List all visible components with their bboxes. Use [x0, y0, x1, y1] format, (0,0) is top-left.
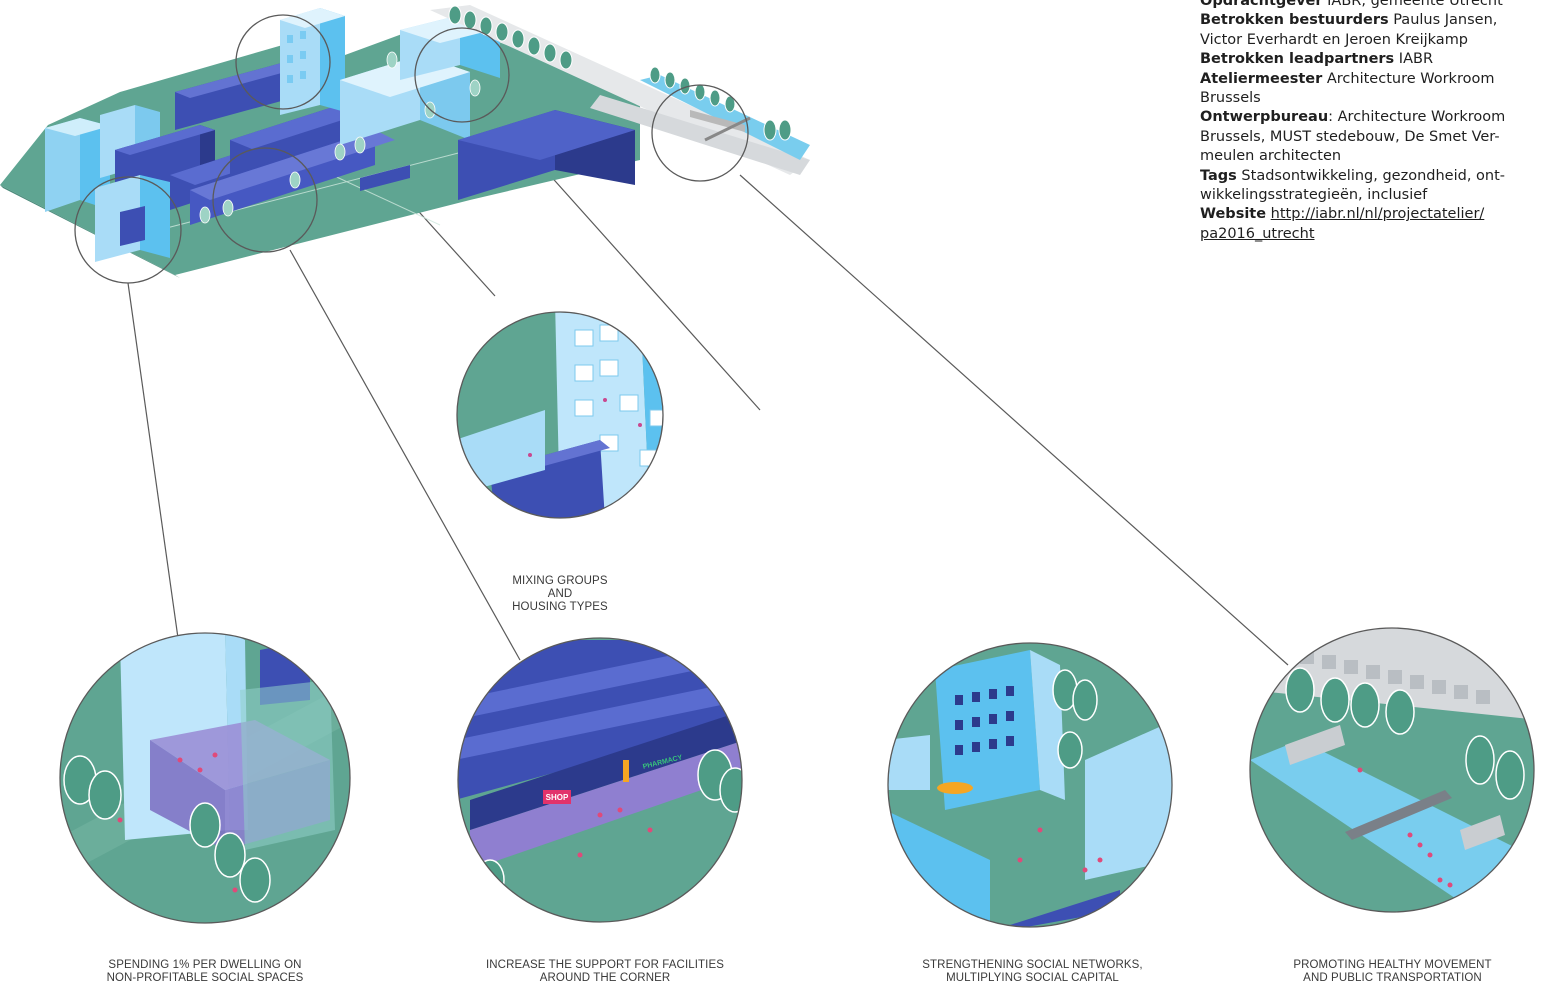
highlight-circle-5 — [651, 84, 749, 182]
detail-circle-movement — [1249, 627, 1535, 913]
ontwerpbureau-value-3: meulen architecten — [1200, 148, 1342, 165]
leadpartners-value: IABR — [1394, 51, 1434, 68]
caption-networks: STRENGTHENING SOCIAL NETWORKS, MULTIPLYI… — [900, 959, 1165, 985]
ontwerpbureau-value-2: Brussels, MUST stedebouw, De Smet Ver- — [1200, 128, 1500, 145]
caption-movement-line1: PROMOTING HEALTHY MOVEMENT — [1293, 959, 1492, 971]
bestuurders-label: Betrokken bestuurders — [1200, 12, 1389, 29]
ateliermeester-value: Architecture Workroom — [1322, 70, 1495, 87]
detail-circle-spending — [59, 632, 351, 924]
caption-spending-line2: NON-PROFITABLE SOCIAL SPACES — [106, 972, 304, 984]
bestuurders-value-2: Victor Everhardt en Jeroen Kreijkamp — [1200, 31, 1469, 48]
caption-spending-line1: SPENDING 1% PER DWELLING ON — [108, 959, 302, 971]
shop-sign: SHOP — [546, 793, 569, 802]
highlight-circle-4 — [414, 27, 510, 123]
ontwerpbureau-label: Ontwerpbureau — [1200, 109, 1329, 126]
caption-spending: SPENDING 1% PER DWELLING ON NON-PROFITAB… — [80, 959, 330, 985]
website-link[interactable]: http://iabr.nl/nl/projectatelier/ — [1270, 206, 1485, 223]
highlight-circle-2 — [212, 147, 318, 253]
highlight-circle-1 — [235, 14, 331, 110]
project-info: Opdrachtgever IABR, gemeente Utrecht Bet… — [1200, 0, 1544, 244]
masterplan-aerial — [0, 5, 810, 284]
ateliermeester-label: Ateliermeester — [1200, 70, 1323, 87]
detail-circle-networks — [887, 642, 1173, 928]
caption-support: INCREASE THE SUPPORT FOR FACILITIES AROU… — [460, 959, 750, 985]
tags-value: Stadsontwikkeling, gezondheid, ont- — [1236, 167, 1506, 184]
bestuurders-value: Paulus Jansen, — [1388, 12, 1498, 29]
leadpartners-label: Betrokken leadpartners — [1200, 51, 1395, 68]
tags-value-2: wikkelingsstrategieën, inclusief — [1200, 187, 1428, 204]
website-label: Website — [1200, 206, 1267, 223]
caption-networks-line1: STRENGTHENING SOCIAL NETWORKS, — [922, 959, 1143, 971]
caption-support-line2: AROUND THE CORNER — [539, 972, 671, 984]
caption-mixing-line1: MIXING GROUPS AND — [512, 575, 608, 600]
caption-support-line1: INCREASE THE SUPPORT FOR FACILITIES — [485, 959, 725, 971]
caption-networks-line2: MULTIPLYING SOCIAL CAPITAL — [946, 972, 1119, 984]
website-link-2[interactable]: pa2016_utrecht — [1200, 225, 1315, 242]
caption-mixing-line2: HOUSING TYPES — [512, 601, 608, 613]
highlight-circle-3 — [74, 176, 182, 284]
detail-circle-mixing — [456, 311, 664, 519]
ateliermeester-value-2: Brussels — [1200, 90, 1261, 107]
caption-mixing: MIXING GROUPS AND HOUSING TYPES — [500, 575, 620, 614]
caption-movement: PROMOTING HEALTHY MOVEMENT AND PUBLIC TR… — [1265, 959, 1520, 985]
opdrachtgever-label: Opdrachtgever — [1200, 0, 1323, 9]
detail-circle-support: SHOP PHARMACY — [457, 637, 743, 923]
caption-movement-line2: AND PUBLIC TRANSPORTATION — [1303, 972, 1482, 984]
tags-label: Tags — [1200, 167, 1237, 184]
ontwerpbureau-value: : Architecture Workroom — [1328, 109, 1506, 126]
opdrachtgever-value: IABR, gemeente Utrecht — [1322, 0, 1503, 9]
